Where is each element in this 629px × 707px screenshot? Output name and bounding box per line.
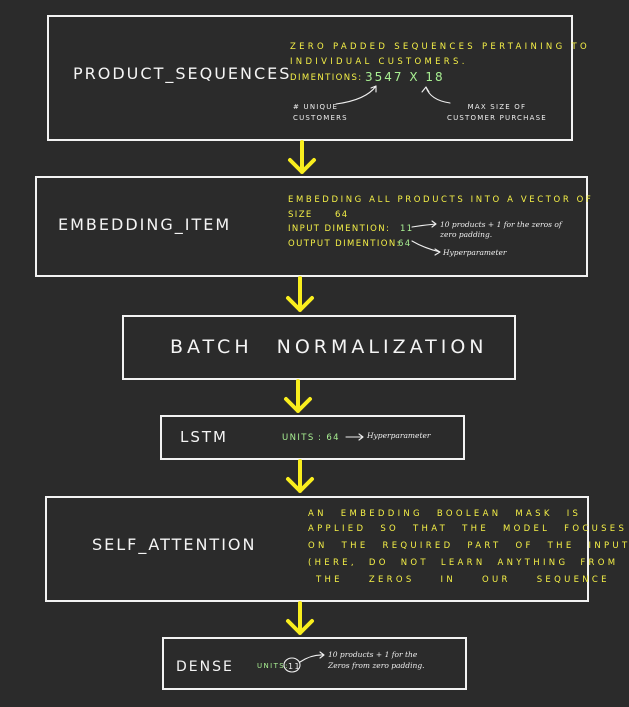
embedding-item-desc-line1: EMBEDDING ALL PRODUCTS INTO A VECTOR OF (288, 195, 594, 205)
product-sequences-dim-label: DIMENTIONS: (290, 73, 363, 83)
dense-units-note: 10 products + 1 for the Zeros from zero … (328, 650, 425, 670)
lstm-units-note: Hyperparameter (367, 431, 431, 440)
arrow-down-icon (284, 379, 312, 413)
embedding-input-dim-note: 10 products + 1 for the zeros of zero pa… (440, 220, 562, 239)
dense-units-value: 11 (288, 662, 301, 671)
dense-title: DENSE (176, 659, 234, 675)
self-attention-title: SELF_ATTENTION (92, 535, 257, 554)
embedding-item-size-label: SIZE (288, 210, 313, 220)
embedding-output-dim-note: Hyperparameter (443, 248, 507, 257)
arrow-down-icon (286, 601, 314, 635)
lstm-title: LSTM (180, 428, 228, 446)
pointer-arrow-icon (299, 651, 325, 663)
circle-highlight-icon (283, 657, 301, 673)
product-sequences-box (47, 15, 573, 141)
lstm-units-value: : 64 (318, 433, 340, 443)
lstm-box (160, 415, 465, 460)
batch-normalization-box (122, 315, 516, 380)
pointer-arrow-icon (411, 220, 437, 228)
arrow-down-icon (288, 140, 316, 174)
max-purchase-annotation: MAX SIZE OF CUSTOMER PURCHASE (447, 103, 547, 122)
self-attention-desc-line5: THE ZEROS IN OUR SEQUENCE (316, 575, 610, 585)
batch-normalization-title: BATCH NORMALIZATION (170, 336, 488, 358)
embedding-item-size-value: 64 (335, 210, 349, 220)
product-sequences-dim-value: 3547 x 18 (365, 70, 445, 84)
arrow-down-icon (286, 276, 314, 312)
self-attention-desc-line3: ON THE REQUIRED PART OF THE INPUT (308, 541, 629, 551)
product-sequences-title: PRODUCT_SEQUENCES (73, 64, 292, 83)
self-attention-box (45, 496, 589, 602)
product-sequences-desc-line2: INDIVIDUAL CUSTOMERS. (290, 57, 468, 67)
pointer-arrow-icon (335, 85, 377, 105)
pointer-arrow-icon (411, 240, 441, 256)
self-attention-desc-line2: APPLIED SO THAT THE MODEL FOCUSES (308, 524, 628, 534)
embedding-item-box (35, 176, 588, 277)
product-sequences-desc-line1: ZERO PADDED SEQUENCES PERTAINING TO (290, 42, 590, 52)
pointer-arrow-icon (421, 86, 451, 104)
embedding-input-dim-value: 11 (400, 224, 414, 234)
arrow-down-icon (286, 459, 314, 493)
pointer-arrow-icon (345, 433, 364, 441)
embedding-output-dim-value: 64 (398, 239, 412, 249)
self-attention-desc-line4: (HERE, DO NOT LEARN ANYTHING FROM (308, 558, 619, 568)
lstm-units-label: UNITS (282, 433, 315, 443)
dense-units-label: UNITS: (257, 662, 289, 670)
embedding-item-title: EMBEDDING_ITEM (58, 215, 232, 234)
embedding-input-dim-label: INPUT DIMENTION: (288, 224, 391, 234)
unique-customers-annotation: # UNIQUE CUSTOMERS (293, 103, 348, 122)
embedding-output-dim-label: OUTPUT DIMENTION: (288, 239, 401, 249)
self-attention-desc-line1: AN EMBEDDING BOOLEAN MASK IS (308, 509, 582, 519)
dense-box (162, 637, 467, 690)
